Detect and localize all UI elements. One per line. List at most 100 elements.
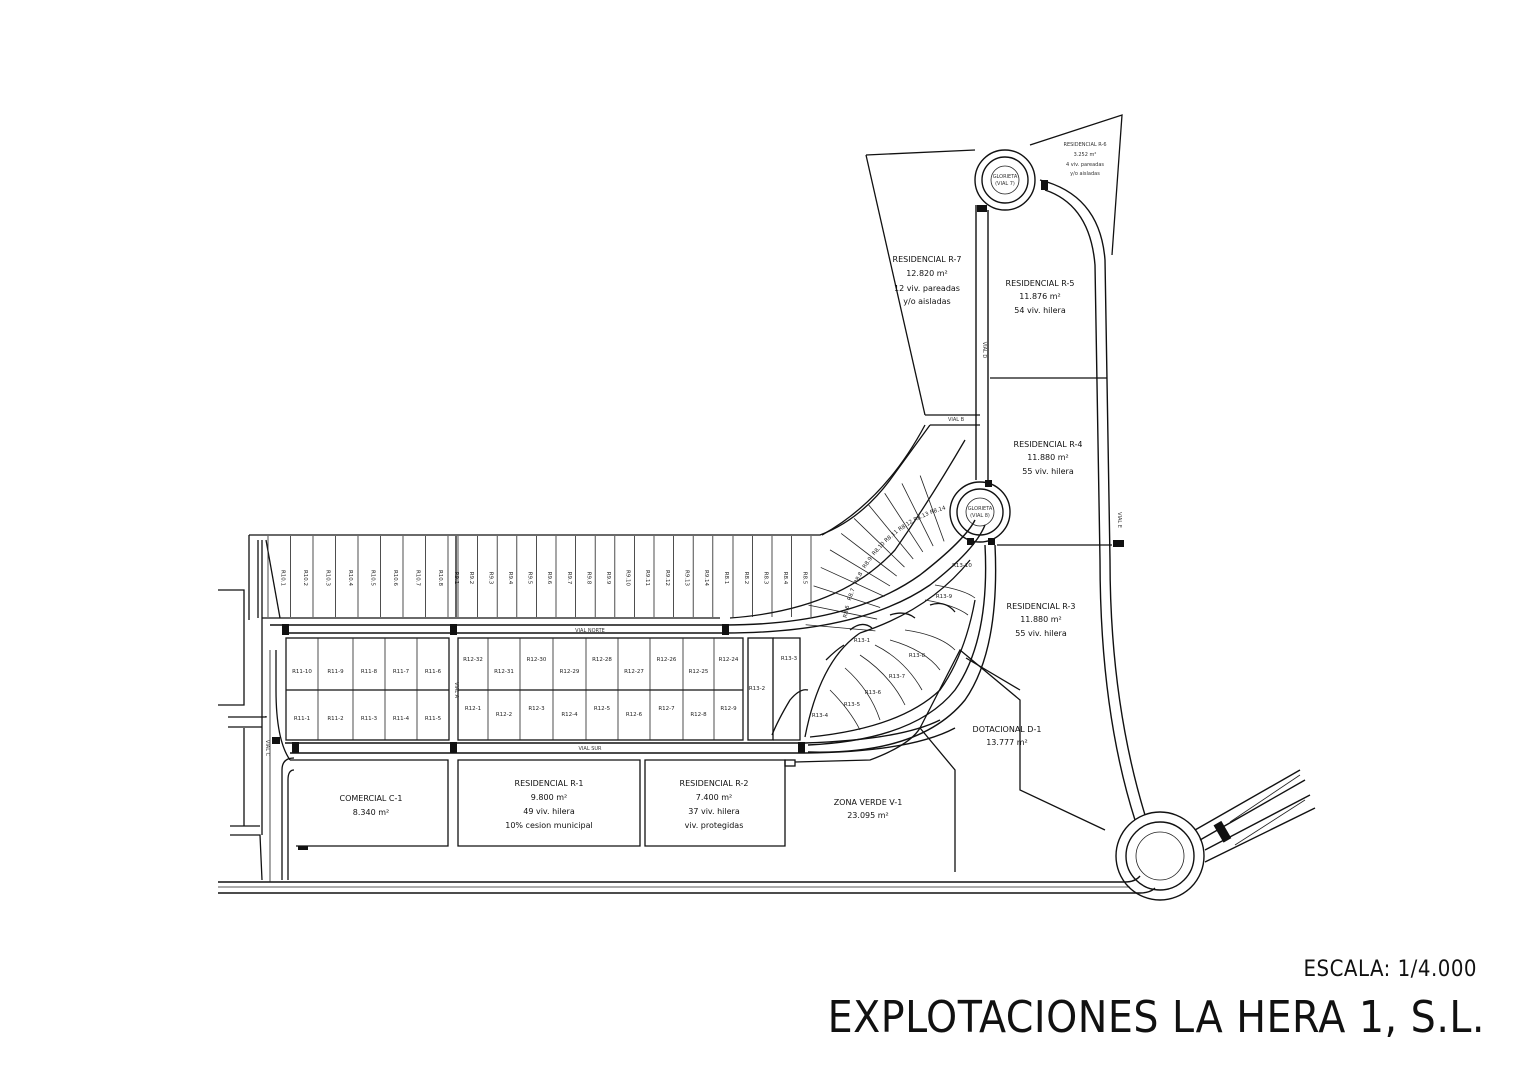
r12-lot-label: R12-30 [527,657,547,663]
perimeter-road [218,875,1156,894]
r11-lot-label: R11-4 [393,716,410,722]
r11-lot-label: R11-2 [327,716,343,722]
zone-r4-name: RESIDENCIAL R-4 [1014,440,1083,449]
company-title: EXPLOTACIONES LA HERA 1, S.L. [827,992,1485,1043]
top-lot-label: R8.5 [801,572,807,585]
zone-v1-area: 23.095 m² [847,811,889,820]
r12-lot-label: R12-29 [560,669,580,675]
r12-lot-label: R12-3 [528,706,545,712]
zone-r6-name: RESIDENCIAL R-6 [1063,142,1106,148]
vial-norte-road [270,519,986,635]
r13-lot-label: R13-6 [865,690,882,696]
roundabout-top [974,149,1036,211]
zone-c1-name: COMERCIAL C-1 [340,794,403,803]
top-lot-label: R8.1 [723,572,729,585]
east-loop-road [807,179,1146,821]
r13-lot-label: R13-5 [844,702,861,708]
east-parcels [865,114,1123,691]
zone-c1-area: 8.340 m² [353,808,389,817]
glorieta-mid-line2: (VIAL 8) [970,513,990,519]
top-lot-label: R10.4 [347,570,353,587]
vial-sur-road [272,719,956,754]
r11-lot-label: R11-5 [425,716,442,722]
zone-r2-name: RESIDENCIAL R-2 [680,779,749,788]
top-lot-label: R9.3 [487,572,493,585]
top-lot-label: R9.12 [664,570,670,586]
r12-lot-label: R12-24 [719,657,739,663]
r13-lot-labels: R13-1R13-2R13-3R13-4R13-5R13-6R13-7R13-8… [749,563,973,719]
top-lot-label: R8.4 [782,572,788,585]
r12-lot-label: R12-26 [657,657,677,663]
r13-lot-label: R13-3 [781,656,798,662]
r12-lot-label: R12-5 [594,706,611,712]
top-lot-label: R10.8 [437,570,443,587]
zone-r4-area: 11.880 m² [1027,453,1069,462]
top-lot-label: R9.2 [468,572,474,585]
r12-lot-label: R12-31 [494,669,514,675]
top-lot-label: R8.3 [762,572,768,585]
top-lot-label: R9.9 [605,572,611,585]
zone-r1-name: RESIDENCIAL R-1 [515,779,584,788]
r12-lot-label: R12-28 [592,657,612,663]
r12-lot-label: R12-7 [658,706,675,712]
vial-sur-label: VIAL SUR [579,746,603,752]
zone-r4-line1: 55 viv. hilera [1022,467,1074,476]
roundabout-mid [949,480,1011,545]
r13-block [771,559,976,738]
west-access-roads [218,540,295,882]
top-lot-label: R10.5 [369,570,375,587]
r12-lot-label: R12-25 [689,669,709,675]
r12-lot-label: R12-2 [496,712,512,718]
curve-lot-label: R8.14 [929,505,947,516]
top-lot-label: R9.10 [625,570,631,587]
curve-lot-label: R8.7 [847,587,857,601]
curved-lot-block [805,414,980,632]
zone-r5-name: RESIDENCIAL R-5 [1006,279,1075,288]
curve-lot-label: R8.6 [843,604,852,618]
top-lot-label: R9.4 [507,572,513,585]
r13-lot-label: R13-4 [812,713,829,719]
vial-norte-label: VIAL NORTE [575,628,605,634]
r12-lot-label: R12-27 [624,669,644,675]
zone-r6-line2: y/o aisladas [1070,171,1100,177]
glorieta-mid-line1: GLORIETA [968,506,993,512]
r11-lot-label: R11-3 [361,716,378,722]
top-lot-label: R9.8 [585,572,591,585]
zone-r3-line1: 55 viv. hilera [1015,629,1067,638]
zone-r6-area: 3.252 m² [1074,152,1097,158]
top-lot-label: R10.6 [392,570,398,587]
top-lot-label: R9.7 [566,572,572,585]
r12-lot-label: R12-8 [690,712,707,718]
r12-lot-label: R12-6 [626,712,643,718]
zone-r5-line1: 54 viv. hilera [1014,306,1066,315]
vial-d-label: VIAL D [981,342,987,359]
zone-r3-name: RESIDENCIAL R-3 [1007,602,1076,611]
r12-lot-label: R12-1 [465,706,481,712]
zone-r2-area: 7.400 m² [696,793,732,802]
r12-lot-label: R12-9 [720,706,737,712]
zone-r7-area: 12.820 m² [906,269,948,278]
top-lot-label: R9.6 [546,572,552,585]
top-lot-label: R9.13 [683,570,689,587]
curve-lot-label: R8.8 [853,571,864,585]
zone-d1-name: DOTACIONAL D-1 [973,725,1042,734]
zone-r5-area: 11.876 m² [1019,292,1061,301]
glorieta-top-line1: GLORIETA [993,174,1018,180]
r11-lot-label: R11-9 [327,669,344,675]
top-lot-block [248,424,966,620]
r11-lot-label: R11-8 [361,669,378,675]
top-lot-label: R9.1 [453,572,459,585]
zone-r1-area: 9.800 m² [531,793,567,802]
r12-lot-label: R12-4 [561,712,578,718]
lower-blocks [290,648,1106,872]
r11-lot-label: R11-10 [292,669,312,675]
curve-lot-label: R8.11 [884,529,900,544]
r11-lot-label: R11-7 [393,669,410,675]
zone-r7-line2: y/o aisladas [903,297,950,306]
r13-lot-label: R13-2 [749,686,765,692]
r13-lot-label: R13-1 [854,638,870,644]
zone-r2-line1: 37 viv. hilera [688,807,740,816]
r11-lot-label: R11-1 [294,716,310,722]
vial-e-label: VIAL E [1116,512,1122,528]
top-lot-label: R10.7 [414,570,420,587]
